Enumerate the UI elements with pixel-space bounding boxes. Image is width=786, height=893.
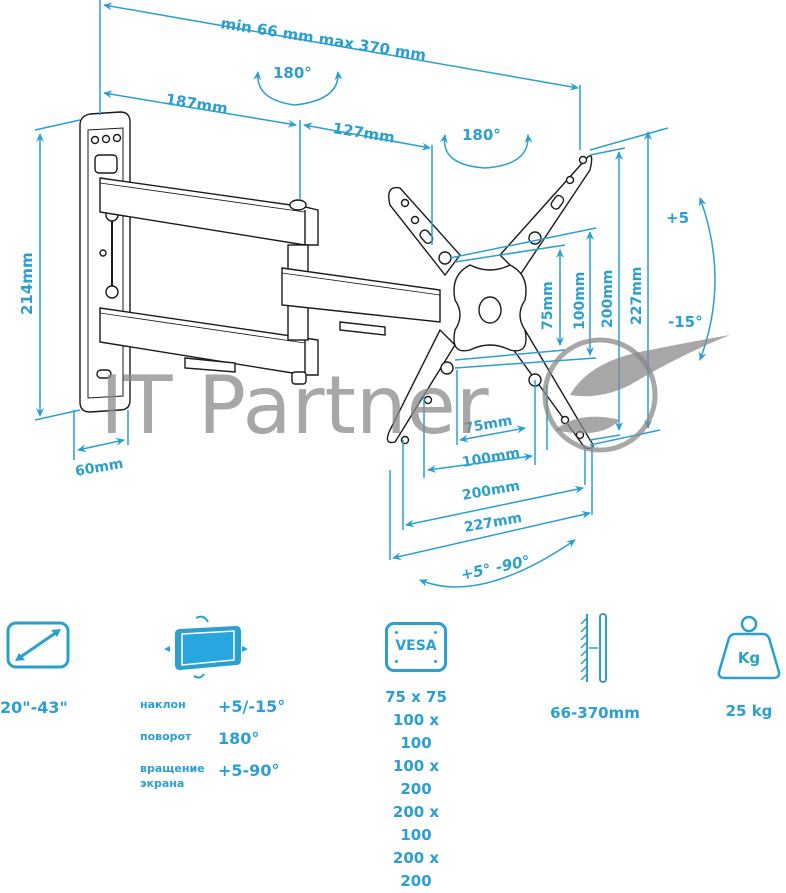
label-swivel-2: 180° (462, 126, 501, 144)
label-v-200: 200mm (600, 270, 616, 328)
label-tilt-up: +5 (666, 209, 689, 227)
dimension-lines (34, 0, 716, 588)
vesa-value: 200 x 100 (392, 803, 440, 844)
label-h-227: 227mm (463, 510, 523, 536)
label-h-200: 200mm (461, 478, 521, 504)
tilt-swivel-screen-icon (164, 615, 248, 679)
label-v-100: 100mm (572, 272, 588, 330)
spec-movement (160, 612, 250, 686)
spec-max-load: Kg 25 kg (712, 612, 786, 723)
lower-arm (99, 307, 319, 385)
wall-distance-value: 66-370mm (550, 704, 640, 722)
swivel-value: 180° (218, 729, 260, 748)
spec-screen-size: 20"-43" (0, 620, 72, 719)
diagonal-arrows-icon (6, 621, 69, 669)
swivel-label: поворот (140, 730, 192, 743)
label-v-75: 75mm (540, 281, 556, 330)
rotation-row: вращение экрана +5-90° (140, 761, 279, 791)
label-rotation: +5° -90° (459, 552, 532, 584)
vesa-value: 200 x 200 (392, 849, 440, 890)
rotation-value: +5-90° (218, 761, 280, 780)
rotation-label: вращение экрана (140, 762, 205, 790)
label-min-max: min 66 mm max 370 mm (219, 14, 427, 64)
weight-icon-label: Kg (738, 649, 760, 667)
label-187: 187mm (164, 90, 229, 118)
label-v-227: 227mm (629, 267, 645, 325)
vesa-icon: VESA (385, 622, 447, 672)
tilt-label: наклон (140, 698, 186, 711)
svg-text:IT Partner: IT Partner (100, 359, 489, 452)
vesa-value: 100 x 100 (392, 711, 440, 752)
swivel-row: поворот 180° (140, 729, 259, 748)
spec-vesa: VESA 75 x 75 100 x 100 100 x 200 200 x 1… (376, 622, 456, 893)
screen-size-value: 20"-43" (0, 698, 68, 717)
label-214: 214mm (18, 252, 36, 315)
tilt-row: наклон +5/-15° (140, 697, 285, 716)
label-60: 60mm (74, 456, 125, 480)
tilt-value: +5/-15° (218, 697, 286, 716)
mount-diagram: min 66 mm max 370 mm 187mm 127mm 180° 18… (18, 0, 730, 588)
vesa-value: 75 x 75 (385, 688, 447, 706)
spec-wall-distance: 66-370mm (540, 612, 650, 725)
vesa-icon-label: VESA (395, 638, 437, 654)
label-127: 127mm (331, 119, 396, 147)
wall-distance-icon (580, 613, 607, 683)
label-swivel-1: 180° (273, 64, 312, 82)
weight-icon: Kg (717, 615, 781, 680)
vesa-value: 100 x 200 (392, 757, 440, 798)
middle-arm (281, 244, 441, 341)
upper-arm (99, 177, 319, 246)
watermark: IT Partner (100, 335, 730, 453)
max-load-value: 25 kg (725, 702, 773, 720)
label-tilt-down: -15° (668, 313, 703, 331)
vesa-plate (386, 155, 594, 450)
